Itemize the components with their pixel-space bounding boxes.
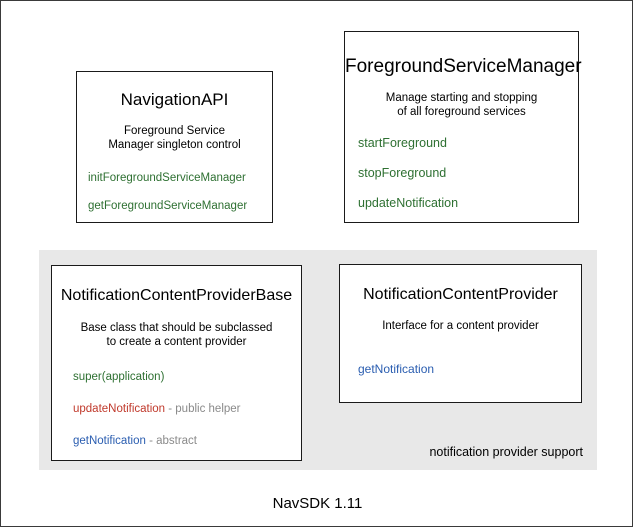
method-name: initForegroundServiceManager	[88, 172, 246, 185]
method-list-foreground-service-manager: startForeground stopForeground updateNot…	[345, 136, 578, 211]
method-item: getNotification	[358, 362, 581, 376]
method-name: getForegroundServiceManager	[88, 200, 248, 213]
method-list-notification-content-provider-base: super(application) updateNotification - …	[52, 371, 301, 448]
method-list-navigation-api: initForegroundServiceManager getForegrou…	[77, 172, 272, 214]
method-item: startForeground	[358, 136, 578, 151]
class-description-line: Manage starting and stopping	[385, 91, 538, 104]
class-description-notification-content-provider-base: Base class that should be subclassed to …	[52, 321, 301, 350]
method-name: getNotification	[358, 361, 435, 376]
class-box-navigation-api: NavigationAPI Foreground Service Manager…	[76, 71, 273, 223]
class-box-notification-content-provider-base: NotificationContentProviderBase Base cla…	[51, 265, 302, 461]
class-title-foreground-service-manager: ForegroundServiceManager	[345, 56, 582, 77]
class-title-notification-content-provider: NotificationContentProvider	[363, 286, 558, 303]
class-description-line: Base class that should be subclassed	[80, 321, 273, 334]
class-box-notification-content-provider: NotificationContentProvider Interface fo…	[339, 264, 582, 403]
group-panel-label: notification provider support	[429, 445, 583, 459]
method-note: - abstract	[145, 434, 198, 447]
method-name: stopForeground	[358, 165, 447, 180]
class-description-line: of all foreground services	[397, 106, 526, 119]
method-item: updateNotification	[358, 196, 578, 211]
class-title-navigation-api: NavigationAPI	[120, 90, 229, 109]
class-description-line: Foreground Service	[124, 124, 225, 137]
class-description-line: Interface for a content provider	[382, 319, 539, 332]
method-item: getForegroundServiceManager	[88, 200, 272, 214]
method-note: - public helper	[165, 403, 241, 416]
method-name: startForeground	[358, 135, 447, 150]
class-description-line: Manager singleton control	[108, 139, 241, 152]
method-name: getNotification	[73, 434, 146, 447]
method-item: initForegroundServiceManager	[88, 172, 272, 186]
method-item: stopForeground	[358, 166, 578, 181]
method-name: super(application)	[73, 371, 165, 384]
method-item: updateNotification - public helper	[73, 403, 301, 417]
class-description-navigation-api: Foreground Service Manager singleton con…	[77, 124, 272, 153]
class-description-line: to create a content provider	[106, 335, 247, 348]
method-list-notification-content-provider: getNotification	[340, 362, 581, 376]
class-description-foreground-service-manager: Manage starting and stopping of all fore…	[345, 91, 578, 120]
method-item: getNotification - abstract	[73, 435, 301, 449]
class-title-notification-content-provider-base: NotificationContentProviderBase	[60, 287, 293, 304]
diagram-footer-caption: NavSDK 1.11	[272, 495, 363, 512]
class-description-notification-content-provider: Interface for a content provider	[340, 319, 581, 333]
method-name: updateNotification	[358, 195, 459, 210]
class-box-foreground-service-manager: ForegroundServiceManager Manage starting…	[344, 31, 582, 223]
method-name: updateNotification	[73, 403, 166, 416]
method-item: super(application)	[73, 371, 301, 385]
